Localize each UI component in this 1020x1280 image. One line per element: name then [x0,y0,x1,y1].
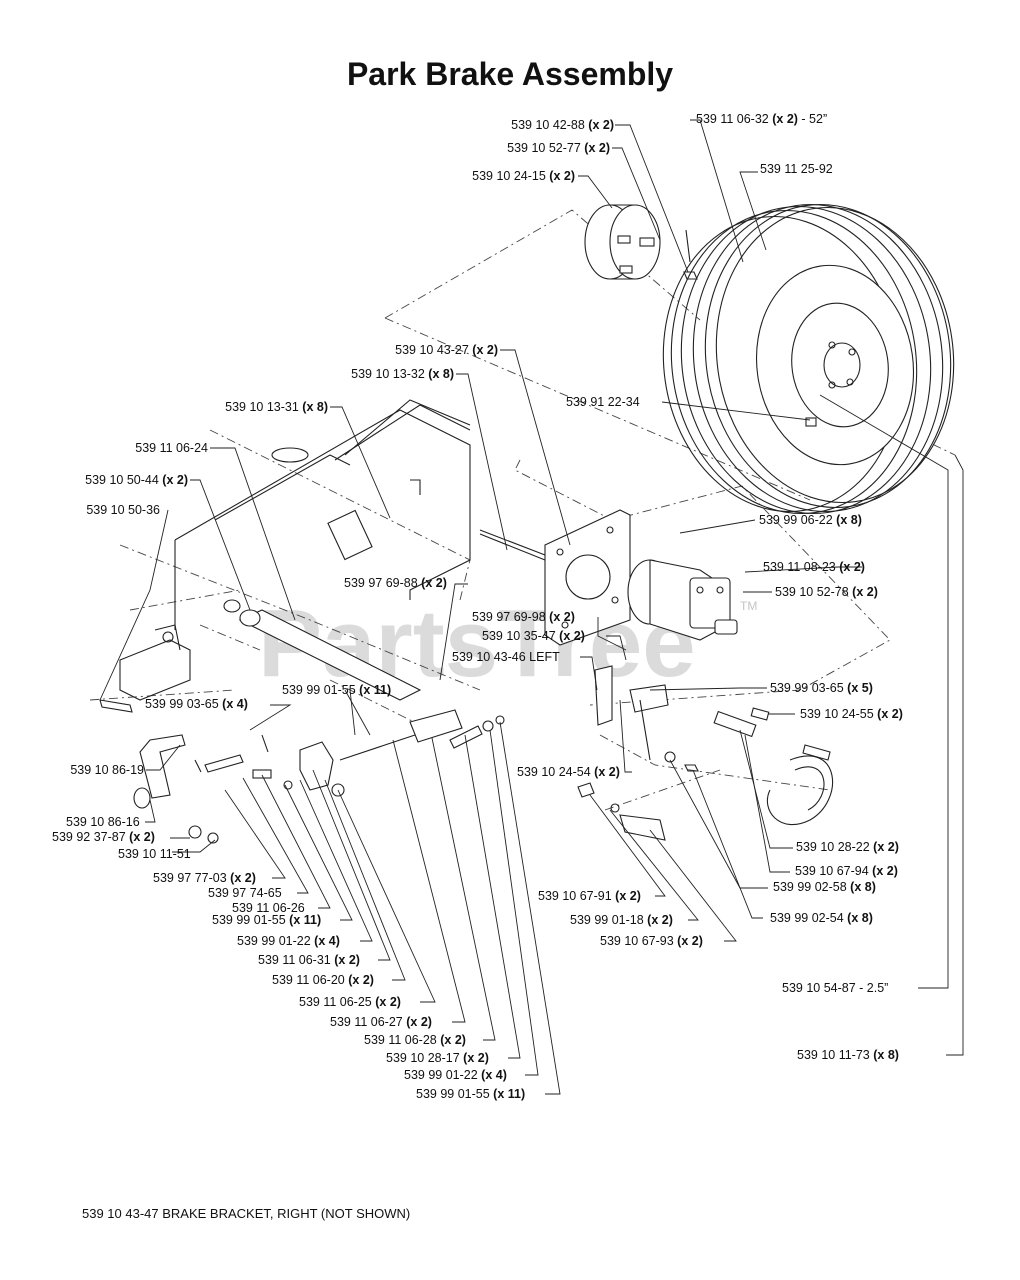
callout-label: 539 10 43-27 (x 2) [395,343,498,357]
callout-label: 539 10 50-36 [86,503,160,517]
cross-shaft [223,599,422,701]
callout-label: 539 10 42-88 (x 2) [511,118,614,132]
callout-label: 539 10 13-32 (x 8) [351,367,454,381]
callout-labels: 539 10 42-88 (x 2) 539 11 06-32 (x 2) - … [52,112,903,1101]
callout-label: 539 10 67-91 (x 2) [538,889,641,903]
callout-label: 539 10 35-47 (x 2) [482,629,585,643]
callout-label: 539 99 01-18 (x 2) [570,913,673,927]
callout-label: 539 10 67-94 (x 2) [795,864,898,878]
linkage-rod [194,709,505,797]
callout-label: 539 10 86-16 [66,815,140,829]
callout-label: 539 10 43-46 LEFT [452,650,560,664]
footnote: 539 10 43-47 BRAKE BRACKET, RIGHT (NOT S… [82,1206,411,1221]
clevis-pins [577,707,770,841]
callout-label: 539 99 03-65 (x 5) [770,681,873,695]
callout-label: 539 11 06-27 (x 2) [330,1015,432,1029]
callout-label: 539 10 54-87 - 2.5” [782,981,888,995]
callout-label: 539 99 01-22 (x 4) [404,1068,507,1082]
callout-label: 539 11 06-32 (x 2) - 52” [696,112,827,126]
page-title: Park Brake Assembly [346,56,674,92]
callout-label: 539 10 24-15 (x 2) [472,169,575,183]
lower-frame-bracket [119,624,191,701]
callout-label: 539 10 67-93 (x 2) [600,934,703,948]
callout-label: 539 11 25-92 [760,162,833,176]
callout-label: 539 92 37-87 (x 2) [52,830,155,844]
frame-bracket [99,399,471,713]
callout-label: 539 10 24-55 (x 2) [800,707,903,721]
callout-label: 539 97 69-98 (x 2) [472,610,575,624]
callout-label: 539 99 01-55 (x 11) [416,1087,525,1101]
callout-label: 539 11 06-31 (x 2) [258,953,360,967]
callout-label: 539 99 02-54 (x 8) [770,911,873,925]
brake-band [766,744,833,826]
callout-label: 539 10 52-77 (x 2) [507,141,610,155]
callout-label: 539 99 02-58 (x 8) [773,880,876,894]
leader-lines [99,119,964,1095]
callout-label: 539 11 06-20 (x 2) [272,973,374,987]
callout-label: 539 97 77-03 (x 2) [153,871,256,885]
callout-label: 539 10 11-51 [118,847,191,861]
callout-label: 539 10 28-22 (x 2) [796,840,899,854]
callout-label: 539 97 74-65 [208,886,282,900]
callout-label: 539 11 06-24 [135,441,208,455]
callout-label: 539 11 06-26 [232,901,305,915]
wheel-hub [584,204,698,280]
callout-label: 539 99 01-55 (x 11) [282,683,391,697]
callout-label: 539 10 11-73 (x 8) [797,1048,899,1062]
callout-label: 539 99 01-55 (x 11) [212,913,321,927]
watermark-tm: TM [740,599,757,613]
callout-label: 539 10 28-17 (x 2) [386,1051,489,1065]
callout-label: 539 10 50-44 (x 2) [85,473,188,487]
callout-label: 539 10 13-31 (x 8) [225,400,328,414]
brake-arm-left [594,665,669,761]
callout-label: 539 10 52-78 (x 2) [775,585,878,599]
tire-and-wheel [662,203,955,515]
callout-label: 539 10 24-54 (x 2) [517,765,620,779]
brake-bracket [479,509,631,646]
callout-label: 539 99 06-22 (x 8) [759,513,862,527]
callout-label: 539 11 06-25 (x 2) [299,995,401,1009]
wheel-motor [627,559,738,641]
callout-label: 539 91 22-34 [566,395,640,409]
callout-label: 539 10 86-19 [70,763,144,777]
callout-label: 539 99 03-65 (x 4) [145,697,248,711]
park-brake-lever [133,734,219,844]
callout-label: 539 11 06-28 (x 2) [364,1033,466,1047]
callout-label: 539 11 08-23 (x 2) [763,560,865,574]
callout-label: 539 97 69-88 (x 2) [344,576,447,590]
callout-label: 539 99 01-22 (x 4) [237,934,340,948]
